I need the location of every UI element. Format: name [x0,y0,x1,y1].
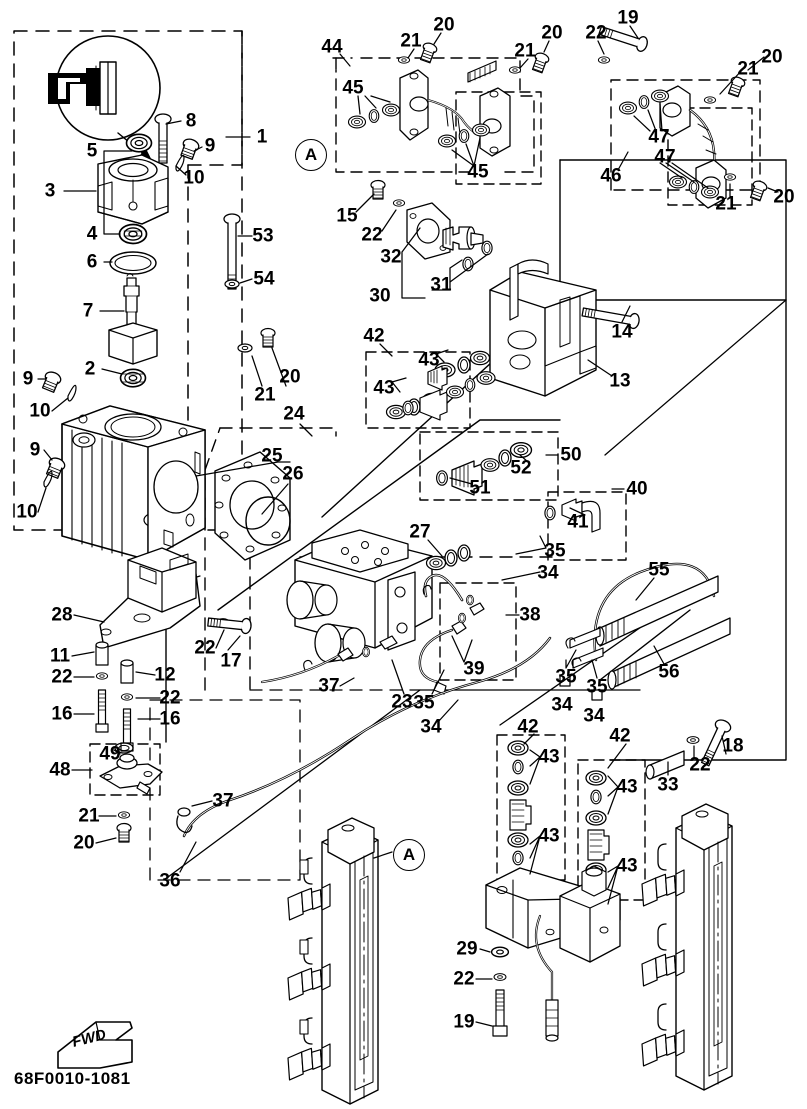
callout-number-41: 41 [567,511,589,533]
callout-number-11: 11 [49,645,71,667]
callout-number-38: 38 [519,604,541,626]
callout-number-15: 15 [336,205,358,227]
callout-number-17: 17 [220,650,242,672]
figure-code-label: 68F0010-1081 [14,1069,131,1088]
callout-number-55: 55 [648,559,670,581]
callout-number-43: 43 [538,746,560,768]
callout-number-22: 22 [585,22,607,44]
callout-number-50: 50 [560,444,582,466]
callout-number-22: 22 [159,687,181,709]
callout-number-40: 40 [626,478,648,500]
callout-number-21: 21 [78,805,100,827]
callout-number-21: 21 [400,30,422,52]
callout-number-53: 53 [252,225,274,247]
callout-number-10: 10 [16,501,38,523]
callout-number-16: 16 [159,708,181,730]
callout-number-54: 54 [253,268,275,290]
callout-number-9: 9 [22,368,34,390]
reference-mark-a: A [295,139,327,171]
callout-number-37: 37 [318,675,340,697]
callout-number-4: 4 [86,223,98,245]
callout-number-42: 42 [363,325,385,347]
callout-number-19: 19 [453,1011,475,1033]
callout-number-14: 14 [611,321,633,343]
callout-number-12: 12 [154,664,176,686]
callout-number-16: 16 [51,703,73,725]
callout-number-44: 44 [321,36,343,58]
callout-number-47: 47 [648,126,670,148]
callout-number-52: 52 [510,457,532,479]
callout-number-33: 33 [657,774,679,796]
callout-number-35: 35 [544,540,566,562]
callout-number-13: 13 [609,370,631,392]
callout-number-27: 27 [409,521,431,543]
callout-number-5: 5 [86,140,98,162]
callout-number-20: 20 [541,22,563,44]
callout-number-9: 9 [204,135,216,157]
callout-number-39: 39 [463,658,485,680]
callout-number-26: 26 [282,463,304,485]
callout-number-34: 34 [583,705,605,727]
callout-number-56: 56 [658,661,680,683]
callout-number-22: 22 [453,968,475,990]
callout-number-23: 23 [391,691,413,713]
callout-number-18: 18 [722,735,744,757]
callout-number-36: 36 [159,870,181,892]
callout-number-43: 43 [616,855,638,877]
callout-number-49: 49 [99,743,121,765]
callout-number-8: 8 [185,110,197,132]
callout-number-10: 10 [183,167,205,189]
callout-number-21: 21 [715,193,737,215]
callout-number-20: 20 [279,366,301,388]
reference-mark-a: A [393,839,425,871]
callout-number-30: 30 [369,285,391,307]
callout-number-7: 7 [82,300,94,322]
callout-number-9: 9 [29,439,41,461]
callout-number-34: 34 [420,716,442,738]
callout-number-45: 45 [342,77,364,99]
callout-number-43: 43 [418,349,440,371]
callout-number-24: 24 [283,403,305,425]
callout-number-28: 28 [51,604,73,626]
callout-number-21: 21 [514,40,536,62]
callout-number-25: 25 [261,445,283,467]
callout-number-42: 42 [609,725,631,747]
callout-number-2: 2 [84,358,96,380]
callout-number-31: 31 [430,274,452,296]
callout-number-32: 32 [380,246,402,268]
callout-number-6: 6 [86,251,98,273]
callout-number-45: 45 [467,161,489,183]
callout-number-42: 42 [517,716,539,738]
callout-number-20: 20 [433,14,455,36]
callout-number-3: 3 [44,180,56,202]
callout-number-48: 48 [49,759,71,781]
callout-number-22: 22 [51,666,73,688]
callout-number-35: 35 [555,666,577,688]
callout-number-29: 29 [456,938,478,960]
callout-number-21: 21 [737,58,759,80]
callout-number-20: 20 [73,832,95,854]
callout-number-47: 47 [654,146,676,168]
callout-number-43: 43 [616,776,638,798]
callout-number-34: 34 [551,694,573,716]
callout-number-43: 43 [373,377,395,399]
callout-number-46: 46 [600,165,622,187]
callout-number-21: 21 [254,384,276,406]
callout-number-22: 22 [689,754,711,776]
callout-number-19: 19 [617,7,639,29]
callout-number-1: 1 [256,126,268,148]
callout-number-43: 43 [538,825,560,847]
callout-number-51: 51 [469,477,491,499]
callout-number-22: 22 [361,224,383,246]
callout-number-20: 20 [761,46,783,68]
callout-number-35: 35 [586,676,608,698]
callout-number-34: 34 [537,562,559,584]
callout-number-37: 37 [212,790,234,812]
callout-number-22: 22 [194,637,216,659]
callout-number-20: 20 [773,186,795,208]
callout-number-35: 35 [413,692,435,714]
callout-number-10: 10 [29,400,51,422]
